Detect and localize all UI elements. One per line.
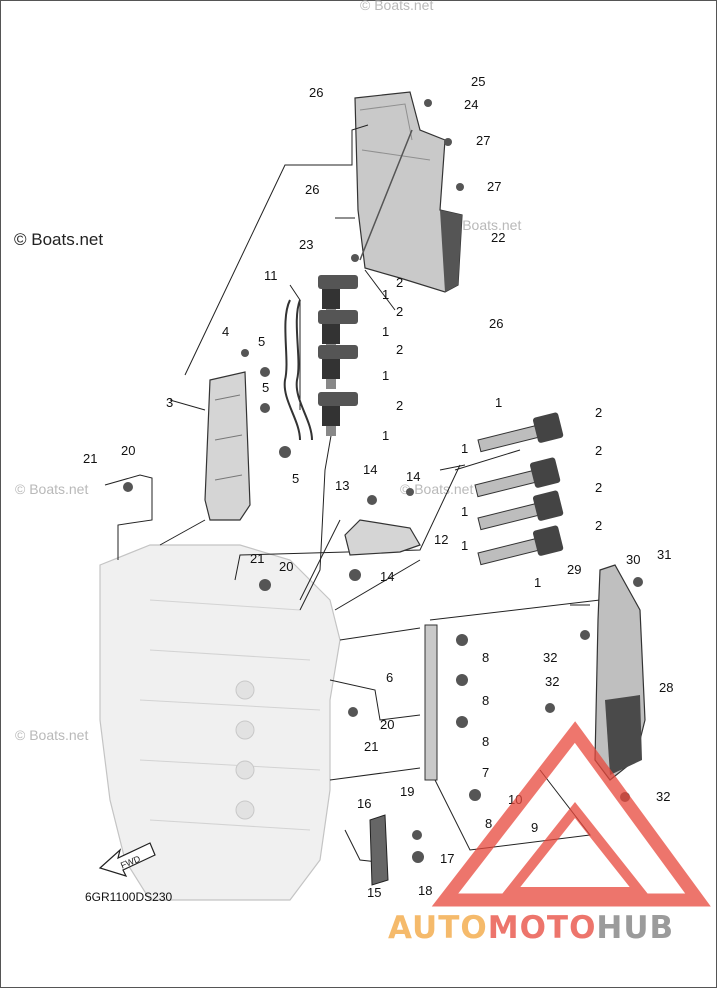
callout-3: 3 xyxy=(166,395,173,410)
callout-32-a: 32 xyxy=(543,650,557,665)
brand-part-hub: HUB xyxy=(596,910,674,946)
bracket-part-12 xyxy=(344,519,421,556)
callout-19: 19 xyxy=(400,784,414,799)
callout-8-d: 8 xyxy=(485,816,492,831)
callout-7: 7 xyxy=(482,765,489,780)
callout-2-b: 2 xyxy=(396,304,403,319)
bracket-part-3 xyxy=(204,371,251,521)
callout-32-b: 32 xyxy=(545,674,559,689)
callout-1-g: 1 xyxy=(461,504,468,519)
callout-5-a: 5 xyxy=(258,334,265,349)
callout-23: 23 xyxy=(299,237,313,252)
drawing-code: 6GR1100DS230 xyxy=(85,890,172,904)
long-ignition-coils xyxy=(474,412,564,566)
callout-11: 11 xyxy=(264,268,278,283)
callout-2-d: 2 xyxy=(396,398,403,413)
callout-2-a: 2 xyxy=(396,275,403,290)
watermark-main: © Boats.net xyxy=(14,230,103,249)
callout-2-g: 2 xyxy=(595,480,602,495)
callout-1-f: 1 xyxy=(461,441,468,456)
watermark-faint-left: © Boats.net xyxy=(15,481,88,497)
callout-24: 24 xyxy=(464,97,478,112)
automotohub-logo: AUTOMOTOHUB xyxy=(388,721,711,946)
watermark-faint-low: © Boats.net xyxy=(15,727,88,743)
callout-15: 15 xyxy=(367,885,381,900)
watermark-faint-upper: © Boats.net xyxy=(448,217,521,233)
callout-6: 6 xyxy=(386,670,393,685)
callout-1-h: 1 xyxy=(461,538,468,553)
callout-9: 9 xyxy=(531,820,538,835)
callout-1-a: 1 xyxy=(382,287,389,302)
short-ignition-coils xyxy=(318,275,358,436)
bracket-part-15 xyxy=(369,814,389,886)
callout-8-b: 8 xyxy=(482,693,489,708)
callout-20-b: 20 xyxy=(279,559,293,574)
cover-part-28 xyxy=(594,564,646,781)
callout-21-c: 21 xyxy=(364,739,378,754)
callout-4: 4 xyxy=(222,324,229,339)
callout-5-b: 5 xyxy=(262,380,269,395)
callout-1-i: 1 xyxy=(534,575,541,590)
wire-harness-part-11 xyxy=(283,299,301,441)
callout-2-c: 2 xyxy=(396,342,403,357)
brand-part-auto: AUTO xyxy=(388,910,488,946)
callout-20-c: 20 xyxy=(380,717,394,732)
callout-21-b: 21 xyxy=(250,551,264,566)
upper-cover-part-22 xyxy=(354,91,463,293)
callout-30: 30 xyxy=(626,552,640,567)
callout-2-f: 2 xyxy=(595,443,602,458)
callout-2-e: 2 xyxy=(595,405,602,420)
brand-part-moto: MOTO xyxy=(488,910,597,946)
callout-26-b: 26 xyxy=(305,182,319,197)
callout-16: 16 xyxy=(357,796,371,811)
brand-wordmark: AUTOMOTOHUB xyxy=(388,910,674,946)
callout-18: 18 xyxy=(418,883,432,898)
callout-1-b: 1 xyxy=(382,324,389,339)
callout-1-d: 1 xyxy=(382,428,389,443)
bracket-part-6 xyxy=(424,624,438,781)
watermark-faint-top: © Boats.net xyxy=(360,0,433,13)
callout-14-c: 14 xyxy=(380,569,394,584)
watermark-faint-mid: © Boats.net xyxy=(400,481,473,497)
callout-5-c: 5 xyxy=(292,471,299,486)
callout-29: 29 xyxy=(567,562,581,577)
wire-harness-part-11-b xyxy=(295,299,313,441)
callout-27-b: 27 xyxy=(487,179,501,194)
callout-26-c: 26 xyxy=(489,316,503,331)
callout-32-c: 32 xyxy=(656,789,670,804)
callout-17: 17 xyxy=(440,851,454,866)
callout-14-a: 14 xyxy=(363,462,377,477)
callout-27-a: 27 xyxy=(476,133,490,148)
callout-1-c: 1 xyxy=(382,368,389,383)
callout-13: 13 xyxy=(335,478,349,493)
part-callouts: 26 25 24 27 27 26 22 23 26 11 2 1 2 1 2 … xyxy=(83,74,673,900)
callout-20-a: 20 xyxy=(121,443,135,458)
callout-28: 28 xyxy=(659,680,673,695)
callout-26-a: 26 xyxy=(309,85,323,100)
engine-block-illustration xyxy=(99,544,341,901)
callout-8-c: 8 xyxy=(482,734,489,749)
callout-1-e: 1 xyxy=(495,395,502,410)
callout-25: 25 xyxy=(471,74,485,89)
callout-22: 22 xyxy=(491,230,505,245)
callout-21-a: 21 xyxy=(83,451,97,466)
callout-31: 31 xyxy=(657,547,671,562)
callout-14-b: 14 xyxy=(406,469,420,484)
callout-2-h: 2 xyxy=(595,518,602,533)
callout-12: 12 xyxy=(434,532,448,547)
callout-8-a: 8 xyxy=(482,650,489,665)
